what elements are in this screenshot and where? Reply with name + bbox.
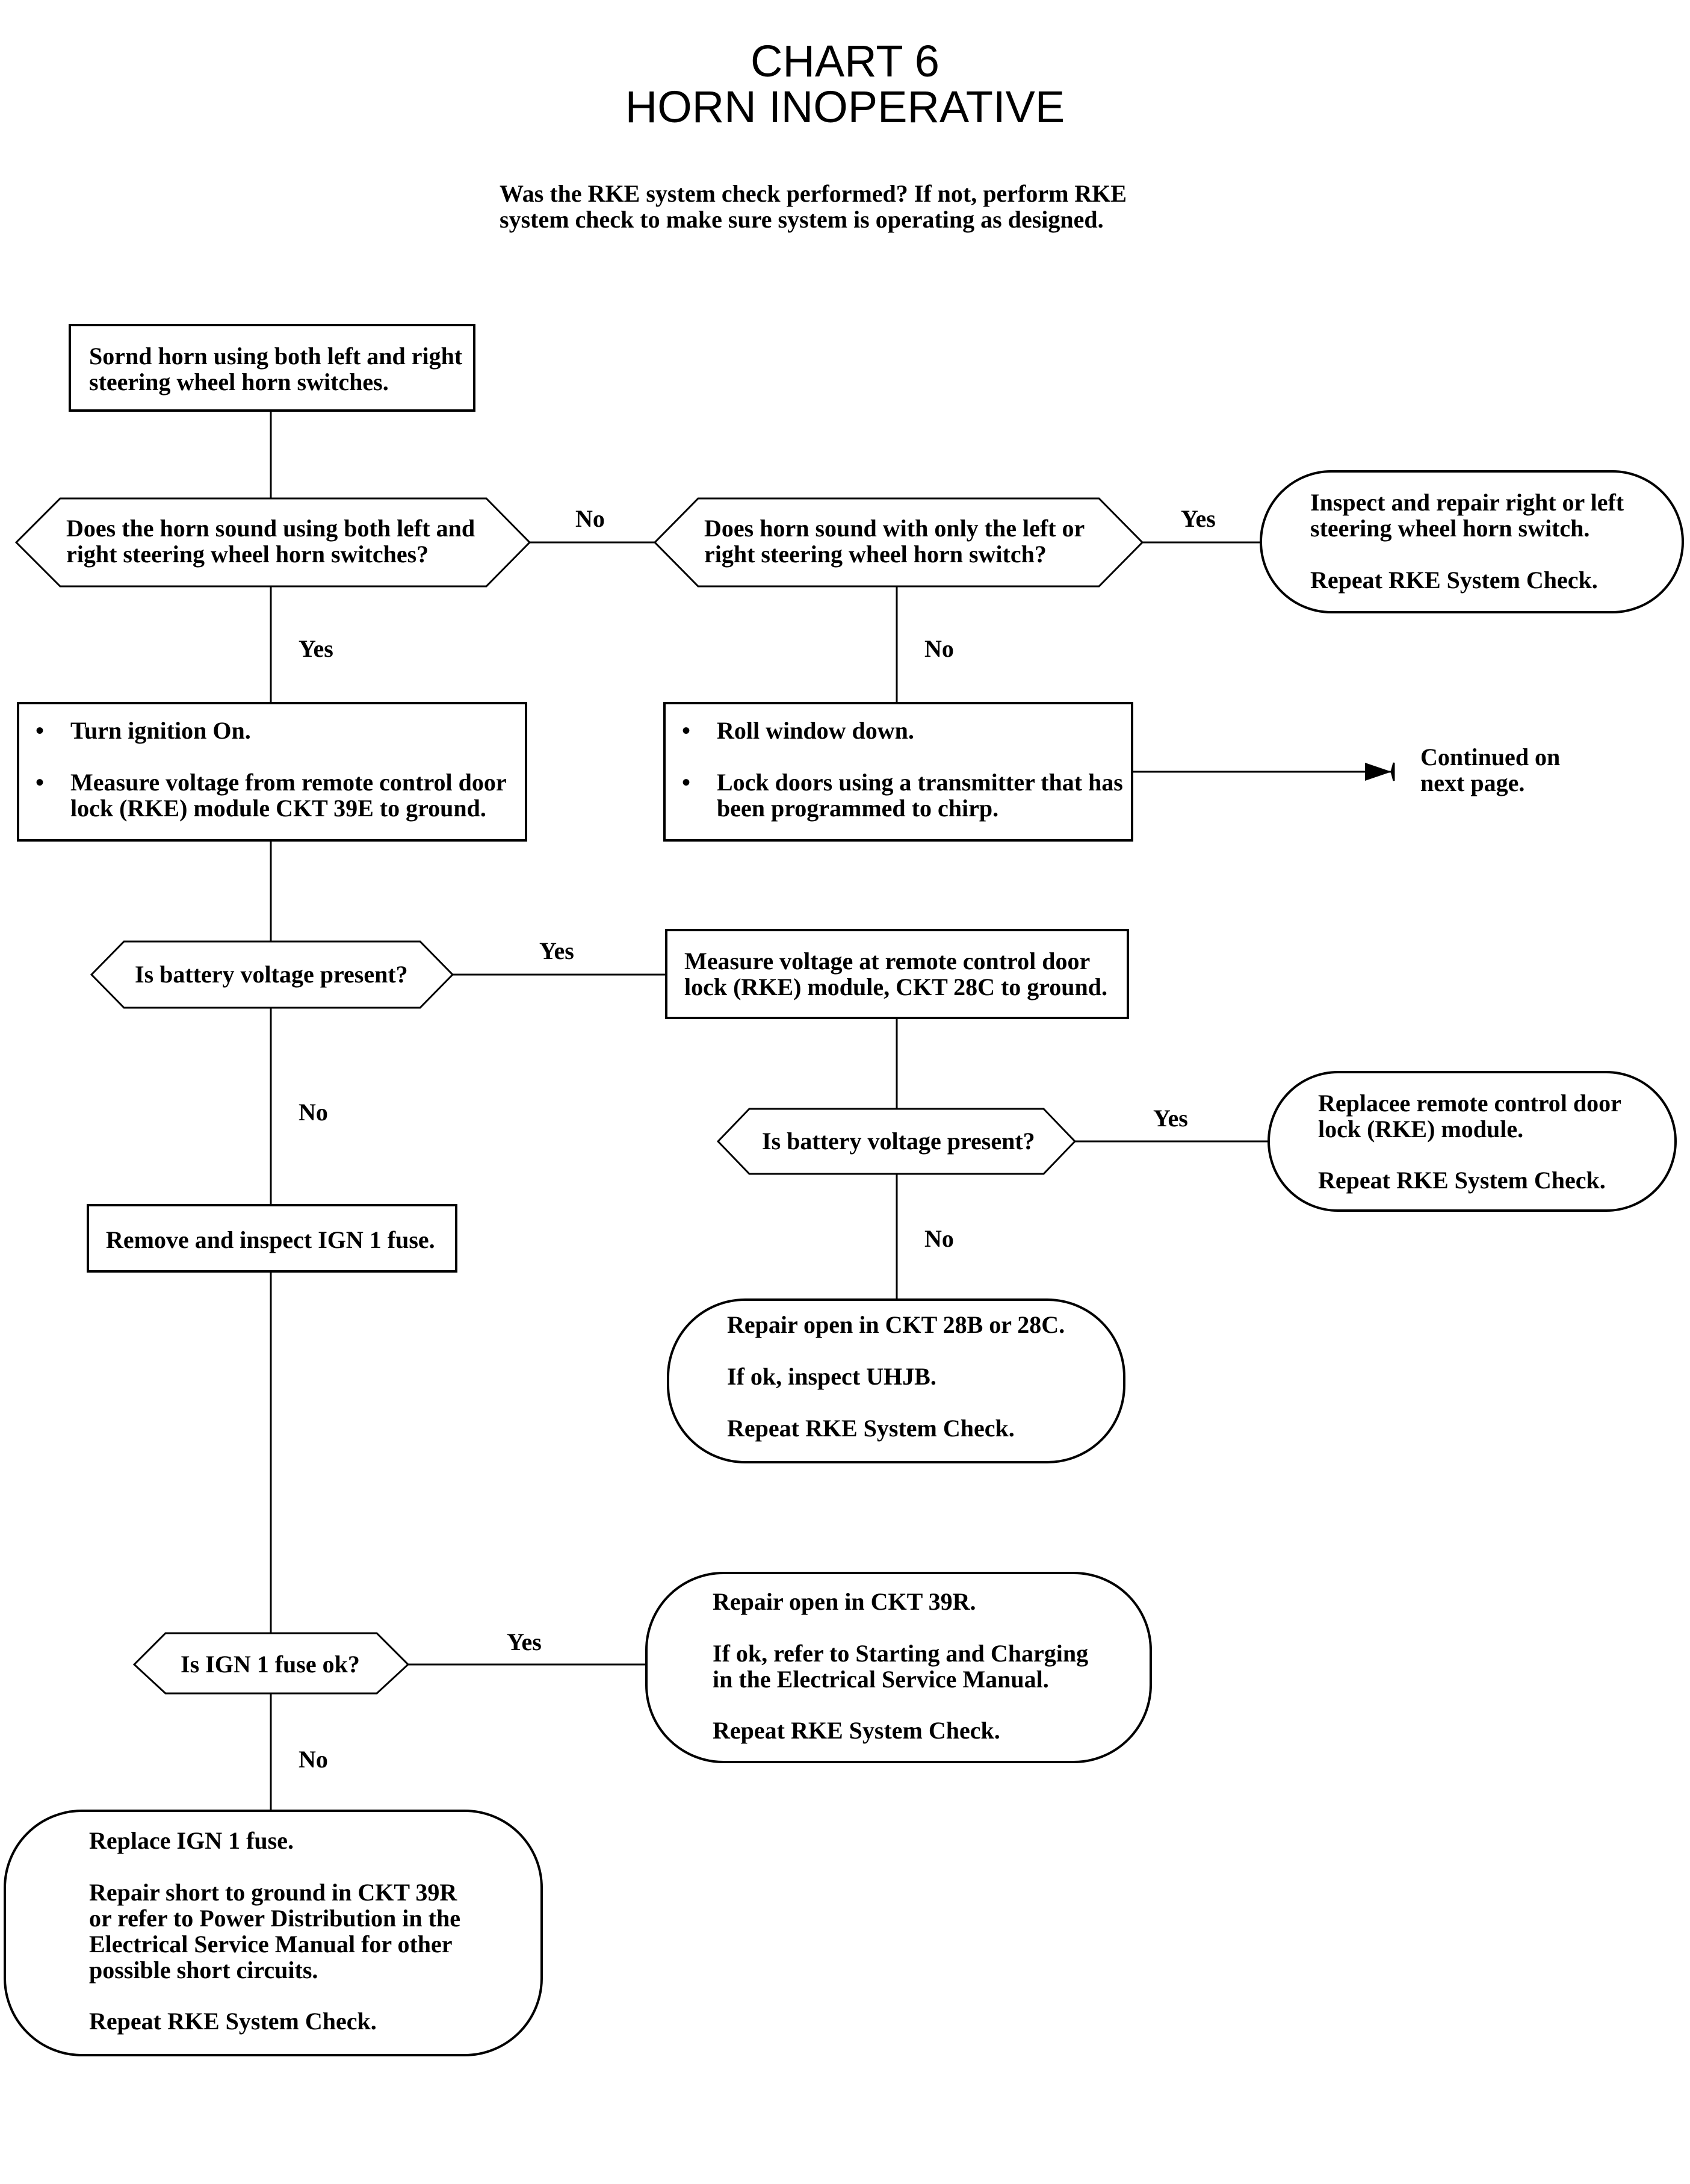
step-measure-28c-text: Measure voltage at remote control door l… [684,948,1108,1000]
chart-subtitle: HORN INOPERATIVE [625,82,1065,132]
ignition-step-2: Measure voltage from remote control door… [36,769,507,821]
decision-fuse [132,1632,410,1695]
result-replace-fuse: Replace IGN 1 fuse. Repair short to grou… [4,1810,543,2056]
step-ignition-measure: Turn ignition On. Measure voltage from r… [17,702,527,842]
result-repair-28-line1: Repair open in CKT 28B or 28C. [727,1311,1065,1338]
label-yes-battery-2: Yes [1153,1105,1188,1132]
decision-one-switch-text: Does horn sound with only the left or ri… [704,515,1085,568]
result-repair-28-line3: Repeat RKE System Check. [727,1415,1015,1442]
result-replace-fuse-line3: Repeat RKE System Check. [89,2008,377,2035]
decision-both-switches [14,497,531,588]
label-no-one-switch: No [924,635,954,662]
result-replace-fuse-line1: Replace IGN 1 fuse. [89,1827,294,1854]
step-sound-horn-text: Sornd horn using both left and right ste… [89,343,463,396]
result-repair-switch-line1: Inspect and repair right or left steerin… [1310,489,1624,542]
label-yes-one-switch: Yes [1181,505,1216,532]
decision-one-switch [653,497,1144,588]
step-inspect-fuse-text: Remove and inspect IGN 1 fuse. [106,1226,435,1253]
step-measure-28c: Measure voltage at remote control door l… [665,929,1129,1019]
continued-note: Continued on next page. [1420,743,1561,796]
decision-battery-1 [90,940,454,1009]
decision-both-switches-text: Does the horn sound using both left and … [66,515,475,568]
decision-fuse-text: Is IGN 1 fuse ok? [181,1651,360,1678]
result-repair-39r-line2: If ok, refer to Starting and Charging in… [713,1640,1089,1693]
label-no-battery-2: No [924,1225,954,1252]
step-sound-horn: Sornd horn using both left and right ste… [69,324,475,412]
label-yes-both-switches: Yes [299,635,333,662]
ignition-step-1: Turn ignition On. [36,718,251,743]
window-step-1: Roll window down. [682,718,914,743]
result-repair-39r-line1: Repair open in CKT 39R. [713,1588,976,1615]
label-no-both-switches: No [575,505,605,532]
decision-battery-2-text: Is battery voltage present? [762,1128,1035,1155]
window-step-2: Lock doors using a transmitter that has … [682,769,1123,821]
intro-note: Was the RKE system check performed? If n… [500,180,1127,233]
result-repair-28-line2: If ok, inspect UHJB. [727,1363,936,1390]
result-replace-fuse-line2: Repair short to ground in CKT 39R or ref… [89,1879,460,1984]
result-replace-module-line2: Repeat RKE System Check. [1318,1167,1606,1194]
label-no-fuse: No [299,1746,328,1773]
step-inspect-fuse: Remove and inspect IGN 1 fuse. [87,1204,457,1273]
label-yes-battery-1: Yes [539,937,574,964]
chart-title: CHART 6 [751,36,939,86]
decision-battery-1-text: Is battery voltage present? [135,961,408,988]
result-replace-module: Replacee remote control door lock (RKE) … [1268,1071,1677,1212]
label-yes-fuse: Yes [507,1628,542,1655]
result-repair-28: Repair open in CKT 28B or 28C. If ok, in… [667,1298,1125,1463]
label-no-battery-1: No [299,1099,328,1126]
result-replace-module-line1: Replacee remote control door lock (RKE) … [1318,1090,1621,1143]
step-window-lock: Roll window down. Lock doors using a tra… [663,702,1133,842]
result-repair-switch: Inspect and repair right or left steerin… [1260,470,1684,613]
result-repair-switch-line2: Repeat RKE System Check. [1310,566,1598,594]
decision-battery-2 [716,1108,1077,1175]
result-repair-39r-line3: Repeat RKE System Check. [713,1717,1000,1744]
result-repair-39r: Repair open in CKT 39R. If ok, refer to … [645,1572,1152,1763]
